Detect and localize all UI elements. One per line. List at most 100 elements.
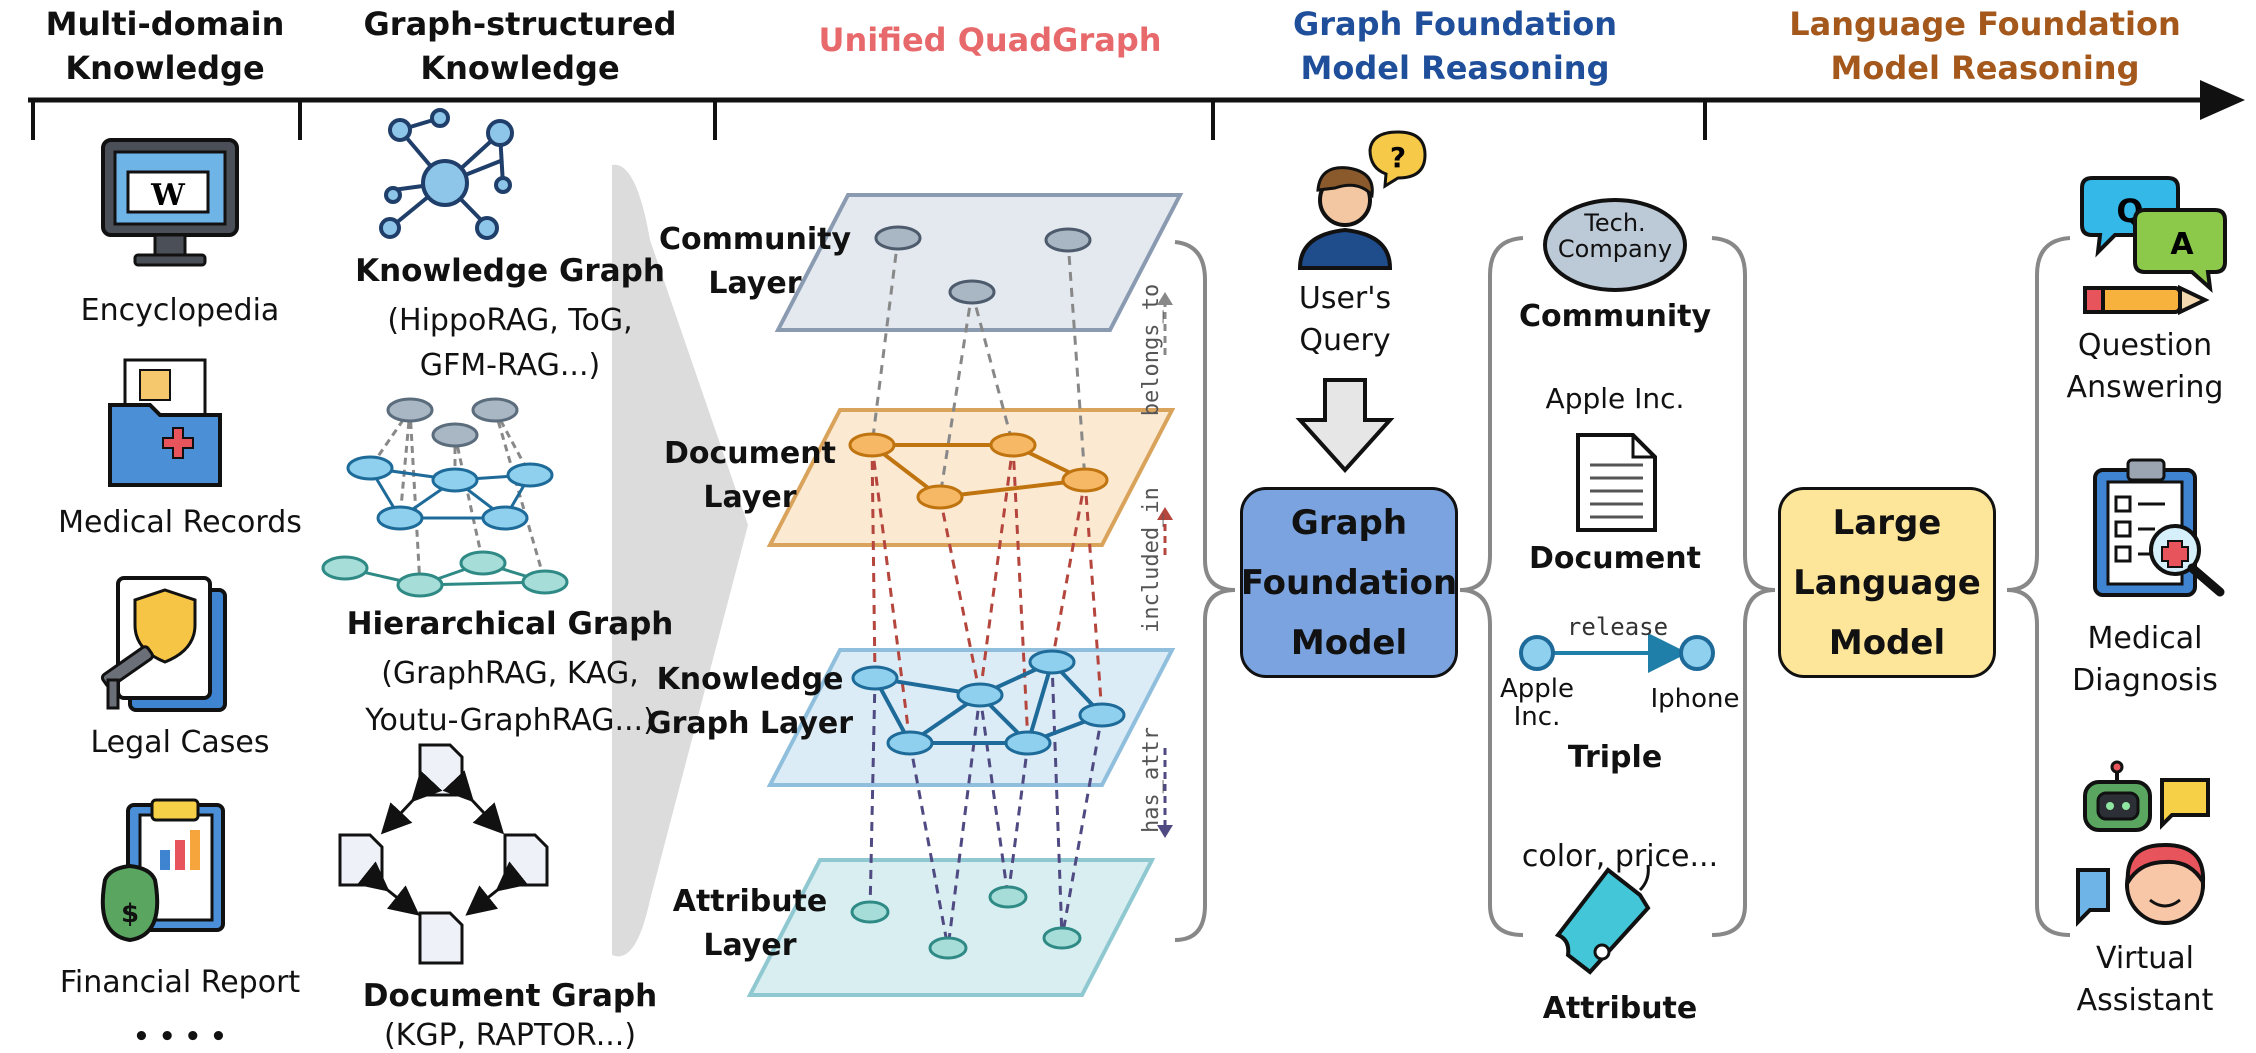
quadgraph-brace	[1174, 240, 1236, 942]
svg-text:?: ?	[1390, 141, 1406, 174]
layer-label-attribute: Attribute Layer	[635, 880, 865, 968]
gfm-line1: Graph	[1290, 502, 1408, 543]
element-attribute-label: Attribute	[1542, 991, 1698, 1026]
layer-label-attribute-line1: Attribute	[672, 884, 828, 919]
down-arrow-icon	[1295, 378, 1395, 473]
header-unified-quadgraph-line1: Unified QuadGraph	[818, 21, 1162, 59]
header-unified-quadgraph: Unified QuadGraph	[760, 18, 1220, 62]
llm-line1: Large	[1832, 502, 1942, 543]
header-multi-domain: Multi-domain Knowledge	[10, 2, 320, 90]
user-query-line2: Query	[1299, 323, 1391, 358]
timeline-axis	[28, 80, 2245, 140]
header-gfm-reasoning: Graph Foundation Model Reasoning	[1220, 2, 1690, 90]
user-query-line1: User's	[1298, 281, 1392, 316]
layer-label-community: Community Layer	[640, 218, 870, 306]
elements-brace-left	[1459, 236, 1524, 937]
dg-examples: (KGP, RAPTOR...)	[383, 1018, 637, 1053]
header-graph-structured-line2: Knowledge	[420, 49, 620, 87]
layer-label-kg-line2: Graph Layer	[646, 706, 854, 741]
layer-label-kg-line1: Knowledge	[656, 662, 844, 697]
gfm-line3: Model	[1290, 622, 1408, 663]
app-assistant-line2: Assistant	[2076, 983, 2214, 1018]
apps-brace	[2006, 236, 2071, 937]
element-attr-example: color, price...	[1521, 839, 1719, 874]
relation-has-attr: has_attr	[1139, 727, 1164, 833]
kg-examples-line2: GFM-RAG...)	[419, 348, 601, 383]
hg-title: Hierarchical Graph	[346, 606, 674, 642]
qa-chat-icon: Q A	[2080, 176, 2227, 316]
header-multi-domain-line1: Multi-domain	[45, 5, 285, 43]
domain-financial-report-label: Financial Report	[59, 965, 301, 1000]
relation-included-in: included_in	[1139, 487, 1164, 633]
user-query-icon: ?	[1297, 130, 1427, 270]
app-diagnosis-line2: Diagnosis	[2072, 663, 2218, 698]
more-domains-ellipsis: • • • •	[133, 1022, 227, 1052]
layer-label-document-line1: Document	[664, 436, 836, 471]
dg-title: Document Graph	[362, 978, 658, 1014]
elements-brace-right	[1711, 236, 1776, 937]
medical-folder-icon	[108, 358, 222, 487]
layer-label-attribute-line2: Layer	[703, 928, 797, 963]
hierarchical-graph-icon	[321, 397, 569, 598]
triple-head-label: Apple Inc.	[1487, 675, 1587, 731]
header-lfm-reasoning-line2: Model Reasoning	[1830, 49, 2140, 87]
triple-tail-label: Iphone	[1650, 684, 1740, 714]
layer-label-community-line2: Layer	[708, 266, 802, 301]
community-bubble-text: Tech. Company	[1545, 210, 1685, 262]
kg-nodes	[851, 649, 1126, 756]
clipboard-diagnosis-icon	[2093, 458, 2225, 597]
element-community-label: Community	[1518, 299, 1712, 334]
community-ellipse	[1543, 198, 1687, 292]
legal-shield-icon	[100, 576, 227, 712]
price-tag-icon	[1554, 864, 1651, 975]
header-lfm-reasoning-line1: Language Foundation	[1789, 5, 2181, 43]
attribute-nodes	[850, 885, 1082, 960]
domain-legal-cases-label: Legal Cases	[90, 725, 270, 760]
app-medical-diagnosis-label: Medical Diagnosis	[2040, 618, 2250, 702]
header-multi-domain-line2: Knowledge	[65, 49, 265, 87]
inter-layer-links	[868, 237, 1104, 949]
money-bag-report-icon: $	[100, 798, 225, 943]
knowledge-graph-icon	[379, 108, 514, 240]
svg-text:W: W	[150, 178, 186, 213]
graph-foundation-model-box: Graph Foundation Model	[1240, 487, 1458, 678]
layer-label-kg: Knowledge Graph Layer	[635, 658, 865, 746]
gfm-line2: Foundation	[1240, 562, 1458, 603]
robot-assistant-icon	[2076, 760, 2210, 927]
llm-line2: Language	[1793, 562, 1981, 603]
app-virtual-assistant-label: Virtual Assistant	[2040, 938, 2250, 1022]
document-graph-icon	[338, 743, 549, 965]
element-triple-label: Triple	[1567, 740, 1663, 775]
document-nodes	[848, 432, 1109, 510]
triple-relation-label: release	[1566, 613, 1669, 641]
relation-belongs-to: belongs_to	[1139, 283, 1164, 417]
header-graph-structured: Graph-structured Knowledge	[340, 2, 700, 90]
header-lfm-reasoning: Language Foundation Model Reasoning	[1740, 2, 2230, 90]
relation-arrows	[1157, 292, 1173, 838]
triple-head-line2: Inc.	[1513, 702, 1561, 732]
community-nodes	[874, 225, 1092, 305]
transition-wedge	[612, 164, 748, 957]
svg-text:A: A	[2170, 227, 2194, 262]
encyclopedia-monitor-icon: W	[101, 138, 239, 267]
app-question-answering-label: Question Answering	[2040, 325, 2250, 409]
llm-line3: Model	[1828, 622, 1946, 663]
large-language-model-box: Large Language Model	[1778, 487, 1996, 678]
community-bubble-line1: Tech.	[1584, 209, 1646, 237]
kg-examples-line1: (HippoRAG, ToG,	[387, 303, 633, 338]
app-qa-line2: Answering	[2066, 370, 2224, 405]
header-graph-structured-line1: Graph-structured	[363, 5, 677, 43]
header-gfm-reasoning-line2: Model Reasoning	[1300, 49, 1610, 87]
layer-label-community-line1: Community	[658, 222, 852, 257]
layer-label-document: Document Layer	[635, 432, 865, 520]
svg-text:$: $	[121, 899, 139, 929]
app-assistant-line1: Virtual	[2095, 941, 2195, 976]
hg-examples-line1: (GraphRAG, KAG,	[381, 656, 639, 691]
app-diagnosis-line1: Medical	[2087, 621, 2203, 656]
header-gfm-reasoning-line1: Graph Foundation	[1292, 5, 1618, 43]
domain-medical-records-label: Medical Records	[58, 505, 302, 540]
user-query-label: User's Query	[1245, 278, 1445, 362]
triple-head-line1: Apple	[1499, 674, 1574, 704]
